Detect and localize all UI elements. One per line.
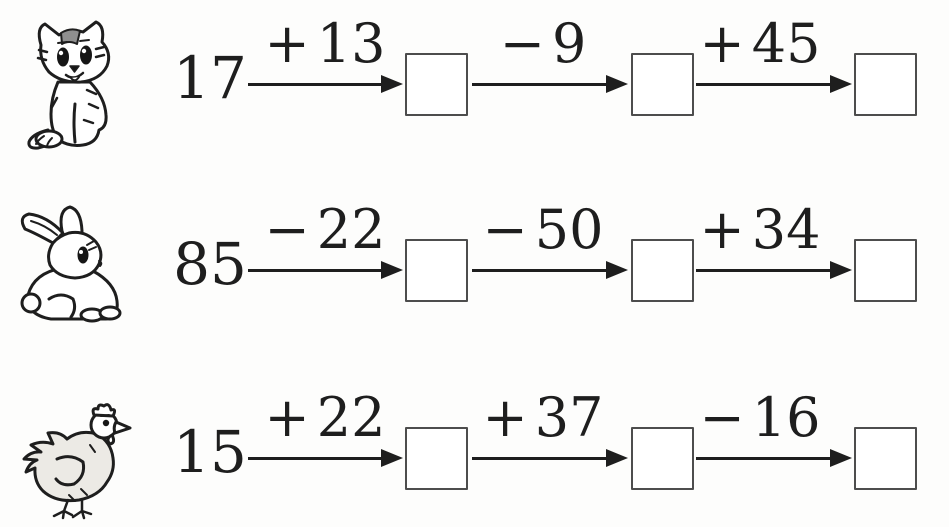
- operation-sign: −: [499, 12, 545, 75]
- operation-value: 34: [751, 198, 821, 261]
- operation-sign: −: [699, 386, 745, 449]
- answer-box[interactable]: [631, 53, 694, 116]
- operation-value: 37: [534, 386, 604, 449]
- hen-illustration-icon: [18, 401, 138, 521]
- arrow-right-icon: [696, 261, 852, 279]
- arrow-right-icon: [248, 449, 403, 467]
- operation-sign: −: [264, 198, 310, 261]
- answer-box[interactable]: [631, 427, 694, 490]
- start-number: 85: [173, 230, 247, 298]
- answer-box[interactable]: [405, 427, 468, 490]
- operation-label: +45: [680, 14, 840, 74]
- operation-value: 22: [316, 386, 386, 449]
- operation-sign: +: [482, 386, 528, 449]
- operation-label: +13: [247, 14, 403, 74]
- arrow-right-icon: [248, 261, 403, 279]
- answer-box[interactable]: [854, 53, 917, 116]
- arrow-right-icon: [472, 449, 628, 467]
- arrow-right-icon: [472, 261, 628, 279]
- operation-sign: +: [699, 12, 745, 75]
- start-number: 17: [173, 44, 247, 112]
- operation-sign: +: [264, 12, 310, 75]
- arrow-right-icon: [472, 75, 628, 93]
- operation-label: +34: [680, 200, 840, 260]
- operation-value: 45: [751, 12, 821, 75]
- arrow-right-icon: [696, 449, 852, 467]
- answer-box[interactable]: [631, 239, 694, 302]
- operation-value: 13: [316, 12, 386, 75]
- operation-label: −9: [464, 14, 622, 74]
- arrow-right-icon: [696, 75, 852, 93]
- answer-box[interactable]: [405, 53, 468, 116]
- operation-sign: −: [482, 198, 528, 261]
- arrow-right-icon: [248, 75, 403, 93]
- operation-label: −16: [680, 388, 840, 448]
- operation-value: 9: [551, 12, 587, 75]
- answer-box[interactable]: [854, 427, 917, 490]
- operation-label: +37: [464, 388, 622, 448]
- answer-box[interactable]: [854, 239, 917, 302]
- operation-label: −22: [247, 200, 403, 260]
- answer-box[interactable]: [405, 239, 468, 302]
- operation-value: 50: [534, 198, 604, 261]
- operation-sign: +: [264, 386, 310, 449]
- operation-value: 16: [751, 386, 821, 449]
- start-number: 15: [173, 418, 247, 486]
- operation-label: −50: [464, 200, 622, 260]
- rabbit-illustration-icon: [18, 202, 140, 336]
- operation-label: +22: [247, 388, 403, 448]
- operation-sign: +: [699, 198, 745, 261]
- cat-illustration-icon: [24, 20, 119, 152]
- operation-value: 22: [316, 198, 386, 261]
